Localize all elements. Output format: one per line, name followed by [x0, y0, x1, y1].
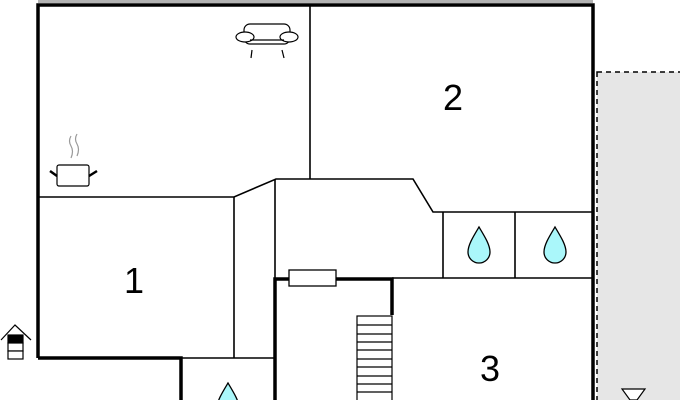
terrace-area — [596, 71, 680, 400]
outer-walls — [36, 3, 595, 400]
room-label-1: 1 — [124, 260, 144, 301]
water-drop-icon — [467, 225, 491, 264]
house-entrance-icon — [0, 324, 32, 360]
water-drop-icon — [543, 225, 567, 264]
cooking-pot-icon — [49, 133, 98, 187]
room-label-3: 3 — [480, 348, 500, 389]
stairs — [356, 315, 393, 400]
room-label-2: 2 — [443, 77, 463, 118]
inner-walls — [38, 5, 593, 359]
roof-edge — [38, 0, 593, 3]
sofa-icon — [235, 23, 299, 59]
water-drop-icon — [218, 381, 238, 400]
triangle-marker-icon — [620, 388, 647, 400]
window — [288, 269, 337, 287]
